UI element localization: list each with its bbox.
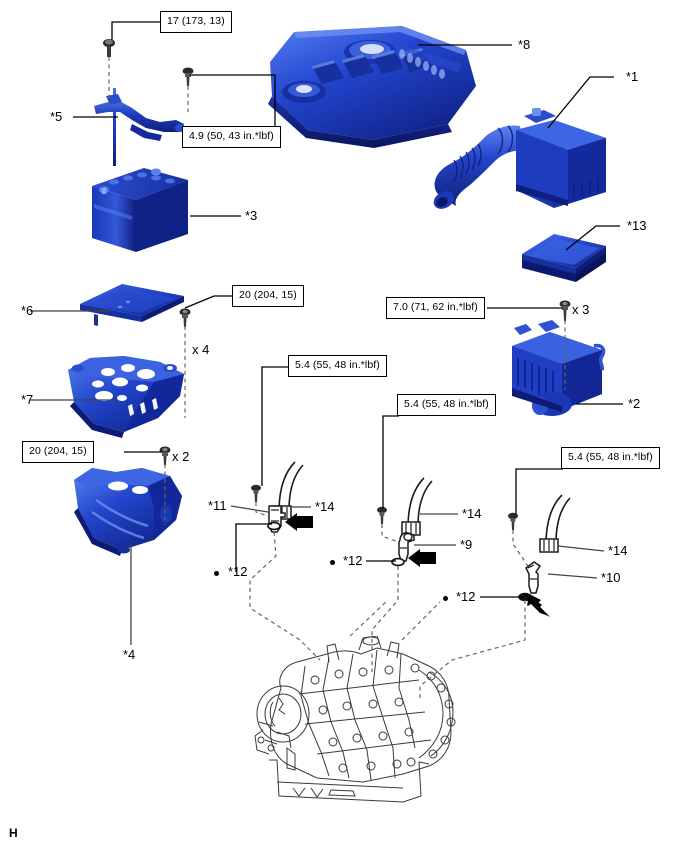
- part-4-cover-blue: [70, 462, 192, 558]
- part-ref-7: *7: [21, 392, 34, 407]
- part-14-connector-middle: [396, 476, 444, 536]
- part-ref-1: *1: [626, 69, 639, 84]
- part-ref-6: *6: [21, 303, 34, 318]
- part-ref-4: *4: [123, 647, 136, 662]
- part-5-bracket-blue: [88, 78, 208, 168]
- part-ref-8: *8: [518, 37, 531, 52]
- part-9-sensor: [392, 530, 420, 564]
- part-2-air-cleaner-case-blue: [506, 318, 616, 418]
- part-ref-13: *13: [627, 218, 647, 233]
- part-ref-10: *10: [601, 570, 621, 585]
- part-7-cover-blue: [62, 352, 194, 442]
- bullet-part-12-middle: [330, 560, 335, 565]
- bolt-5p4-left: [249, 484, 263, 504]
- part-ref-2: *2: [628, 396, 641, 411]
- part-ref-14-right: *14: [608, 543, 628, 558]
- part-13-air-cleaner-cap-blue: [514, 228, 614, 290]
- torque-box-7p0-x3: 7.0 (71, 62 in.*lbf): [386, 297, 485, 319]
- bolt-20-x2: [158, 446, 172, 466]
- bullet-part-12-left: [214, 571, 219, 576]
- part-14-connector-right: [534, 493, 582, 553]
- part-ref-12-middle: *12: [343, 553, 363, 568]
- torque-box-5p4-right: 5.4 (55, 48 in.*lbf): [561, 447, 660, 469]
- part-ref-5: *5: [50, 109, 63, 124]
- part-10-sensor: [522, 560, 550, 596]
- torque-box-4p9: 4.9 (50, 43 in.*lbf): [182, 126, 281, 148]
- bolt-5p4-mid: [375, 506, 389, 526]
- part-ref-3: *3: [245, 208, 258, 223]
- bolt-7p0-x3: [558, 300, 572, 322]
- part-ref-12-right: *12: [456, 589, 476, 604]
- arrow-left-oring: [283, 513, 313, 531]
- quantity-x4: x 4: [192, 342, 210, 357]
- bullet-part-12-right: [443, 596, 448, 601]
- part-ref-14-middle: *14: [462, 506, 482, 521]
- arrow-middle-oring: [406, 549, 436, 567]
- torque-box-5p4-left: 5.4 (55, 48 in.*lbf): [288, 355, 387, 377]
- page-corner-mark: H: [9, 826, 18, 840]
- bolt-4p9: [181, 67, 195, 87]
- quantity-x3: x 3: [572, 302, 590, 317]
- bolt-17: [101, 38, 117, 58]
- part-8-engine-cover-blue: [252, 22, 492, 150]
- part-ref-14-left: *14: [315, 499, 335, 514]
- torque-box-17: 17 (173, 13): [160, 11, 232, 33]
- torque-box-20-x4: 20 (204, 15): [232, 285, 304, 307]
- transmission-assembly-outline: [243, 636, 473, 836]
- part-12-oring-left: [266, 520, 282, 532]
- torque-box-5p4-middle: 5.4 (55, 48 in.*lbf): [397, 394, 496, 416]
- part-1-air-cleaner-assembly-blue: [424, 96, 614, 218]
- part-ref-12-left: *12: [228, 564, 248, 579]
- bolt-20-x4: [178, 308, 192, 328]
- arrow-right-oring: [525, 592, 551, 618]
- torque-box-20-x2: 20 (204, 15): [22, 441, 94, 463]
- part-ref-11: *11: [208, 498, 227, 513]
- part-3-battery-blue: [84, 164, 194, 256]
- bolt-5p4-right: [506, 512, 520, 532]
- part-12-oring-middle: [390, 556, 406, 568]
- quantity-x2: x 2: [172, 449, 190, 464]
- part-6-battery-tray-blue: [76, 282, 188, 330]
- part-ref-9: *9: [460, 537, 473, 552]
